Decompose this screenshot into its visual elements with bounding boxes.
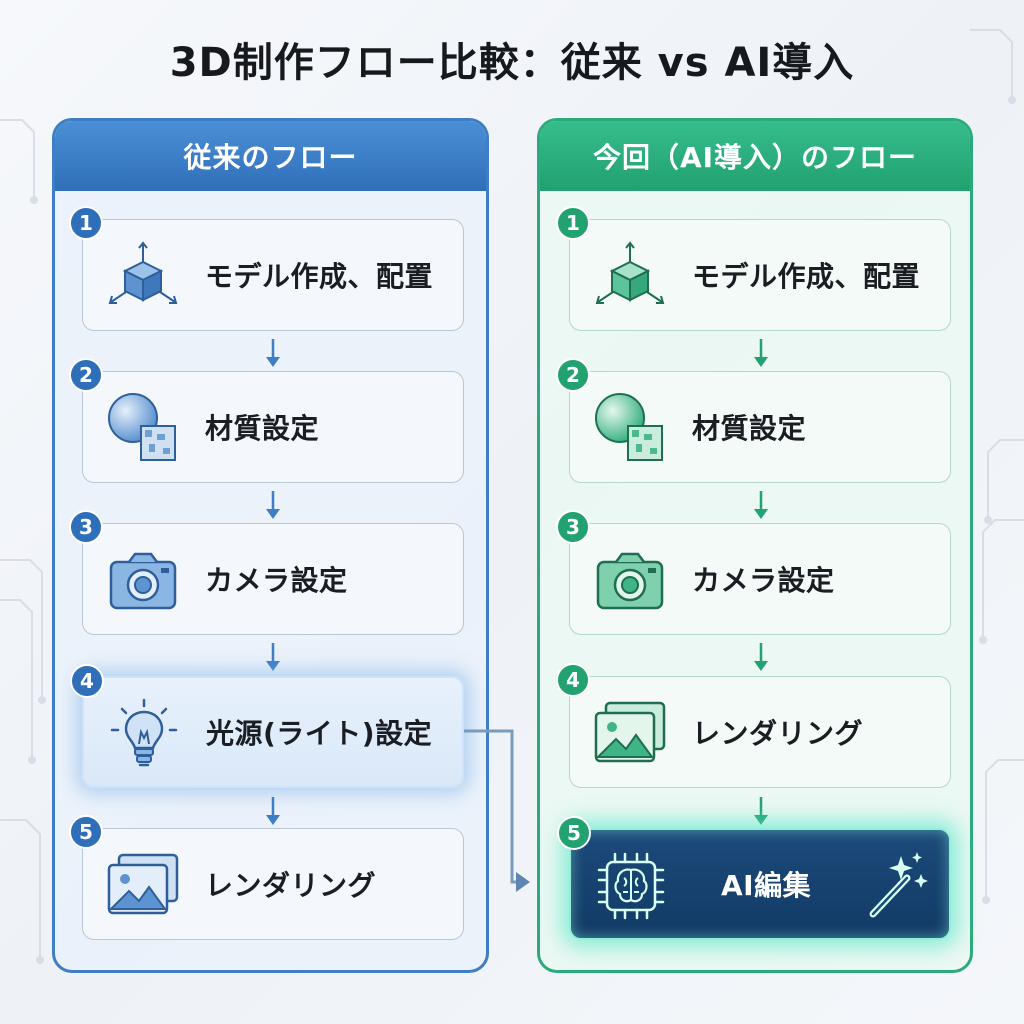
right-step-5-number: 5 xyxy=(557,816,591,850)
right-step-4: 4 レンダリング xyxy=(556,663,951,788)
left-step-4-number: 4 xyxy=(70,664,104,698)
right-arrow-2-3 xyxy=(754,491,768,519)
left-step-3: 3 カメラ設定 xyxy=(69,510,464,635)
right-step-2-label: 材質設定 xyxy=(692,412,807,445)
right-step-2: 2 材質設定 xyxy=(556,358,951,483)
left-step-4-label: 光源(ライト)設定 xyxy=(206,717,433,750)
left-step-3-number: 3 xyxy=(69,510,103,544)
right-step-4-number: 4 xyxy=(556,663,590,697)
left-step-5: 5 レンダリング xyxy=(69,815,464,940)
right-step-3: 3 カメラ設定 xyxy=(556,510,951,635)
right-step-1-label: モデル作成、配置 xyxy=(692,260,921,293)
traditional-flow-panel: 従来のフロー 1 モデル作成、配置 2 材質設定 3 xyxy=(52,118,489,973)
left-step-2: 2 材質設定 xyxy=(69,358,464,483)
right-arrow-1-2 xyxy=(754,339,768,367)
material-sphere-icon xyxy=(108,393,176,461)
cube-axes-icon xyxy=(595,241,665,304)
right-step-5-label: AI編集 xyxy=(721,869,812,902)
left-step-3-label: カメラ設定 xyxy=(205,564,348,597)
right-step-1: 1 モデル作成、配置 xyxy=(556,206,951,331)
left-arrow-1-2 xyxy=(266,339,280,367)
traditional-flow-header: 従来のフロー xyxy=(55,121,486,191)
image-gallery-icon xyxy=(594,701,666,763)
page-title: 3D制作フロー比較：従来 vs AI導入 xyxy=(169,40,855,86)
right-arrow-4-5 xyxy=(754,797,768,825)
left-step-2-label: 材質設定 xyxy=(205,412,320,445)
left-arrow-3-4 xyxy=(266,643,280,671)
right-step-1-number: 1 xyxy=(556,206,590,240)
ai-flow-header: 今回（AI導入）のフロー xyxy=(540,121,970,191)
left-step-4-highlighted: 4 光源(ライト)設定 xyxy=(70,664,464,788)
camera-icon xyxy=(109,552,177,610)
right-step-2-number: 2 xyxy=(556,358,590,392)
cube-axes-icon xyxy=(108,241,178,304)
ai-chip-icon xyxy=(597,852,665,920)
image-gallery-icon xyxy=(107,853,179,915)
left-arrow-4-5 xyxy=(266,797,280,825)
right-arrow-3-4 xyxy=(754,643,768,671)
right-step-3-label: カメラ設定 xyxy=(692,564,835,597)
right-step-3-number: 3 xyxy=(556,510,590,544)
material-sphere-icon xyxy=(595,393,663,461)
ai-flow-panel: 今回（AI導入）のフロー 1 モデル作成、配置 2 材質設定 3 xyxy=(537,118,973,973)
camera-icon xyxy=(596,552,664,610)
left-step-2-number: 2 xyxy=(69,358,103,392)
left-arrow-2-3 xyxy=(266,491,280,519)
left-step-1: 1 モデル作成、配置 xyxy=(69,206,464,331)
left-step-5-number: 5 xyxy=(69,815,103,849)
right-step-4-label: レンダリング xyxy=(692,717,864,750)
magic-wand-icon xyxy=(869,852,928,918)
left-step-1-number: 1 xyxy=(69,206,103,240)
right-step-5-ai-edit: 5 AI編集 xyxy=(557,816,951,940)
lightbulb-icon xyxy=(110,698,178,767)
left-step-1-label: モデル作成、配置 xyxy=(205,260,434,293)
left-step-5-label: レンダリング xyxy=(205,869,377,902)
